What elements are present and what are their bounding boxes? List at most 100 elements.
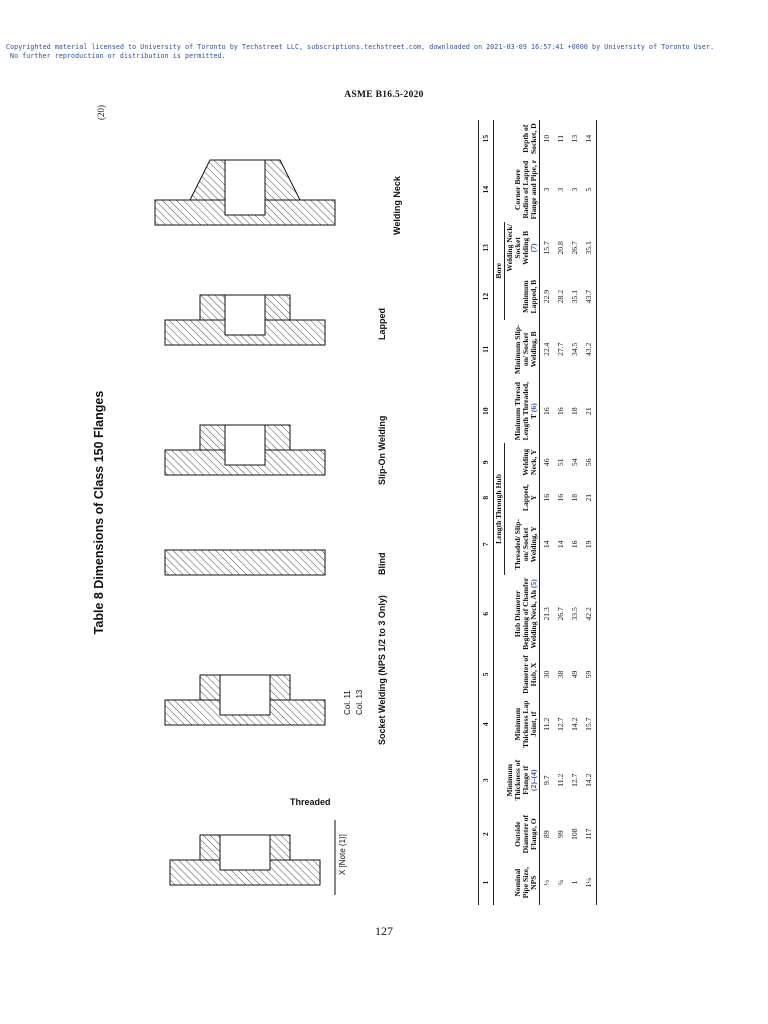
col-num: 4 [478,696,494,753]
table-cell: 18 [569,407,579,415]
table-cell: 19 [581,514,597,575]
table-cell: 11 [555,135,565,143]
table-cell: 10 [541,134,551,143]
col-num: 10 [478,379,494,444]
welding-neck-flange-drawing: Welding Neck [154,159,402,235]
table-cell: 38 [555,670,565,679]
table-cell: 14.2 [569,717,579,731]
table-cell: 1 [569,880,579,885]
group-header-row: Length Through Hub Bore [493,120,505,905]
table-cell: 16 [541,407,551,415]
note-ref[interactable]: (5) [528,579,538,589]
header-bore-lapped: Minimum Lapped, B [504,273,540,320]
column-number-row: 1 2 3 4 5 6 7 8 9 10 11 12 13 14 15 [478,120,494,905]
table-cell: 89 [541,830,551,838]
table-cell: 46 [541,458,551,467]
note-ref[interactable]: (2)–(4) [528,769,538,791]
col-num: 8 [478,481,494,515]
table-cell: 16 [569,540,579,549]
header-y-lapped: Lapped, Y [504,481,540,515]
caption-welding-neck: Welding Neck [392,175,402,235]
table-cell: 49 [569,670,579,679]
table-cell: 5 [581,157,597,222]
table-cell: 9.7 [541,775,551,786]
table-cell: 26.7 [569,241,579,255]
rotated-table-sheet: Table 8 Dimensions of Class 150 Flanges … [90,120,710,905]
lapped-flange-drawing: Lapped [164,294,387,346]
caption-threaded: Threaded [290,797,331,807]
header-hub-diameter: Diameter of Hub, X [504,652,540,696]
table-cell: 27.7 [555,342,565,356]
header-lap-thickness: Minimum Thickness Lap Joint, tf [504,696,540,753]
header-outside-diameter: Outside Diameter of Flange, O [504,808,540,861]
socket-flange-drawing: Col. 11 Col. 13 Socket Welding (NPS 1/2 … [164,595,387,745]
group-bore: Bore [493,221,505,320]
header-socket-depth: Depth of Socket, D [504,120,540,158]
header-thread-length: Minimum Thread Length Threaded, T (6) [504,379,540,444]
table-cell: 30 [541,670,551,679]
col-num: 2 [478,808,494,861]
table-cell: 11.2 [541,717,551,731]
caption-lapped: Lapped [377,308,387,340]
table-cell: ¾ [555,879,565,886]
copyright-watermark-line1: Copyrighted material licensed to Univers… [6,43,715,51]
caption-blind: Blind [377,553,387,576]
col-num: 11 [478,319,494,380]
col-num: 9 [478,443,494,482]
edition-marker: (20) [96,105,106,120]
table-cell: 56 [581,443,597,482]
header-bore-slip-on: Minimum Slip-on/ Socket Welding, B [504,319,540,380]
blind-flange-drawing: Blind [164,549,387,576]
table-cell: 14 [555,540,565,549]
group-length-through-hub: Length Through Hub [493,443,505,575]
table-cell: 21 [581,481,597,515]
table-cell: 18 [569,493,579,502]
table-cell: 35.1 [569,290,579,304]
col-num: 12 [478,273,494,320]
table-cell: 21 [581,379,597,444]
table-cell: 1¼ [581,860,597,905]
table-cell: 16 [555,407,565,415]
slip-on-flange-drawing: Slip-On Welding [164,416,387,485]
col-num: 5 [478,652,494,696]
header-bore-welding-neck: Welding Neck/ Socket Welding B(7) [504,221,540,274]
table-cell: 108 [569,828,579,840]
table-cell: 15.7 [541,241,551,255]
table-cell: 12.7 [569,773,579,787]
table-cell: 15.7 [581,696,597,753]
table-cell: 33.5 [569,607,579,621]
table-cell: 59 [581,652,597,696]
header-chamfer-diameter: Hub Diameter Beginning of Chamfer Weldin… [504,574,540,653]
table-cell: 99 [555,830,565,838]
table-cell: 3 [541,187,551,192]
table-cell: 14.2 [581,752,597,809]
header-min-thickness: Minimum Thickness of Flange tf(2)–(4) [504,752,540,809]
table-cell: 28.2 [555,290,565,304]
table-cell: 117 [581,808,597,861]
page-number: 127 [375,924,393,938]
note-ref[interactable]: (6) [528,403,538,413]
dim-col13: Col. 13 [355,689,364,715]
table-cell: 34.5 [569,342,579,356]
header-corner-radius: Corner Bore Radius of Lapped Flange and … [504,157,540,222]
table-cell: 51 [555,458,565,467]
copyright-watermark-line2: No further reproduction or distribution … [10,52,226,60]
col-num: 14 [478,157,494,222]
table-cell: 43.7 [581,273,597,320]
table-title: Table 8 Dimensions of Class 150 Flanges [92,390,106,635]
note-ref[interactable]: (7) [528,243,538,253]
table-cell: ½ [541,879,551,886]
table-cell: 12.7 [555,717,565,731]
col-num: 3 [478,752,494,809]
table-cell: 13 [569,134,579,143]
table-cell: 14 [541,540,551,549]
table-cell: 16 [555,493,565,502]
table-cell: 21.3 [541,607,551,621]
caption-socket: Socket Welding (NPS 1/2 to 3 Only) [377,595,387,745]
table-cell: 54 [569,458,579,467]
